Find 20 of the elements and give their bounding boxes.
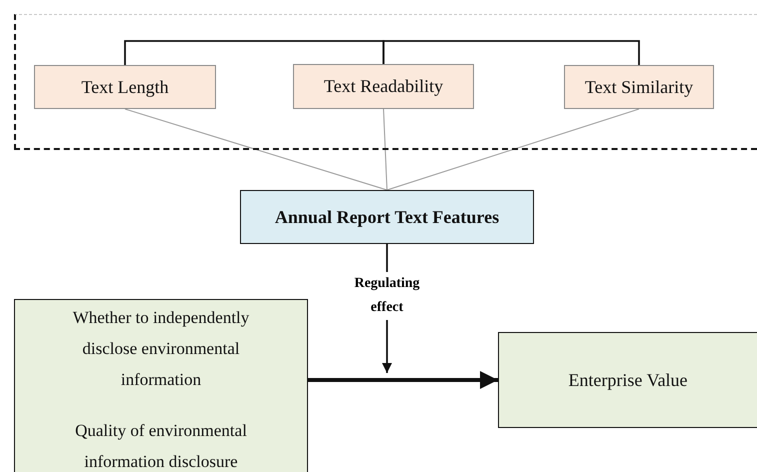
dashed-group-frame [14,14,757,150]
connector-line [382,40,640,65]
node-text: Quality of environmental information disclosure [74,420,248,472]
connector-line [386,108,640,190]
process-box [498,332,757,428]
feature-box [34,65,216,109]
connector-line [124,40,384,65]
node-text: Whether to independently disclose environmental information [72,307,250,391]
process-box [14,299,308,472]
node-text: Text Similarity [584,76,694,99]
connector-line [124,108,388,190]
node-text: Enterprise Value [567,368,689,392]
arrow [308,371,498,389]
connector-line [383,108,388,190]
node-text: Annual Report Text Features [274,206,500,229]
feature-box [564,65,714,109]
node-text: Text Readability [322,75,444,98]
feature-box [293,64,474,109]
node-text: Text Length [80,76,170,99]
process-box [240,190,534,244]
